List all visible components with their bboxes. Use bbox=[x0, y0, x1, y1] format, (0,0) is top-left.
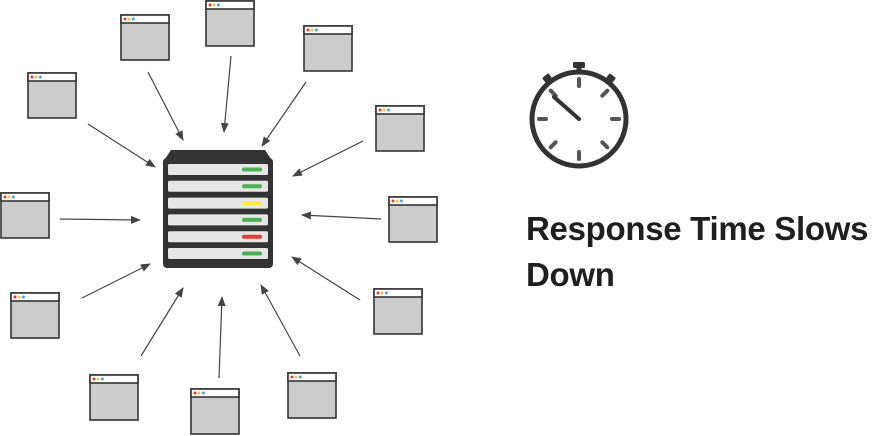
request-arrow bbox=[147, 71, 184, 141]
server-unit bbox=[168, 164, 268, 175]
status-led bbox=[242, 217, 262, 222]
server-unit bbox=[168, 180, 268, 192]
request-arrow bbox=[217, 296, 226, 379]
client-window-icon bbox=[89, 374, 139, 421]
request-arrow bbox=[292, 140, 364, 177]
server-unit bbox=[168, 231, 268, 243]
status-led bbox=[242, 251, 262, 256]
status-led bbox=[242, 234, 262, 239]
request-arrow bbox=[140, 287, 184, 357]
request-arrow bbox=[220, 55, 232, 133]
stopwatch-hand bbox=[552, 95, 581, 121]
request-arrow bbox=[261, 81, 307, 147]
response-time-caption: Response Time Slows Down bbox=[526, 210, 869, 293]
status-led bbox=[242, 167, 262, 172]
server-unit bbox=[168, 214, 268, 226]
client-window-icon bbox=[0, 192, 50, 239]
client-window-icon bbox=[190, 388, 240, 435]
client-window-icon bbox=[10, 292, 60, 339]
client-windows bbox=[0, 0, 438, 435]
client-window-icon bbox=[375, 105, 425, 152]
client-window-icon bbox=[388, 196, 438, 243]
client-window-icon bbox=[205, 0, 255, 47]
request-arrow bbox=[87, 123, 156, 168]
server-unit bbox=[168, 197, 268, 209]
request-arrow bbox=[301, 211, 382, 220]
client-window-icon bbox=[287, 372, 337, 419]
request-arrow bbox=[81, 263, 151, 299]
request-arrows bbox=[59, 55, 382, 379]
request-arrow bbox=[59, 215, 141, 224]
status-led bbox=[242, 184, 262, 189]
request-arrow bbox=[291, 256, 361, 301]
stopwatch-icon bbox=[529, 62, 629, 169]
client-window-icon bbox=[373, 288, 423, 335]
request-arrow bbox=[260, 284, 301, 357]
server-top bbox=[163, 150, 273, 162]
client-window-icon bbox=[27, 72, 77, 119]
client-window-icon bbox=[303, 25, 353, 72]
server-rack bbox=[163, 150, 273, 268]
server-unit bbox=[168, 248, 268, 259]
client-window-icon bbox=[120, 14, 170, 61]
status-led bbox=[242, 201, 262, 206]
